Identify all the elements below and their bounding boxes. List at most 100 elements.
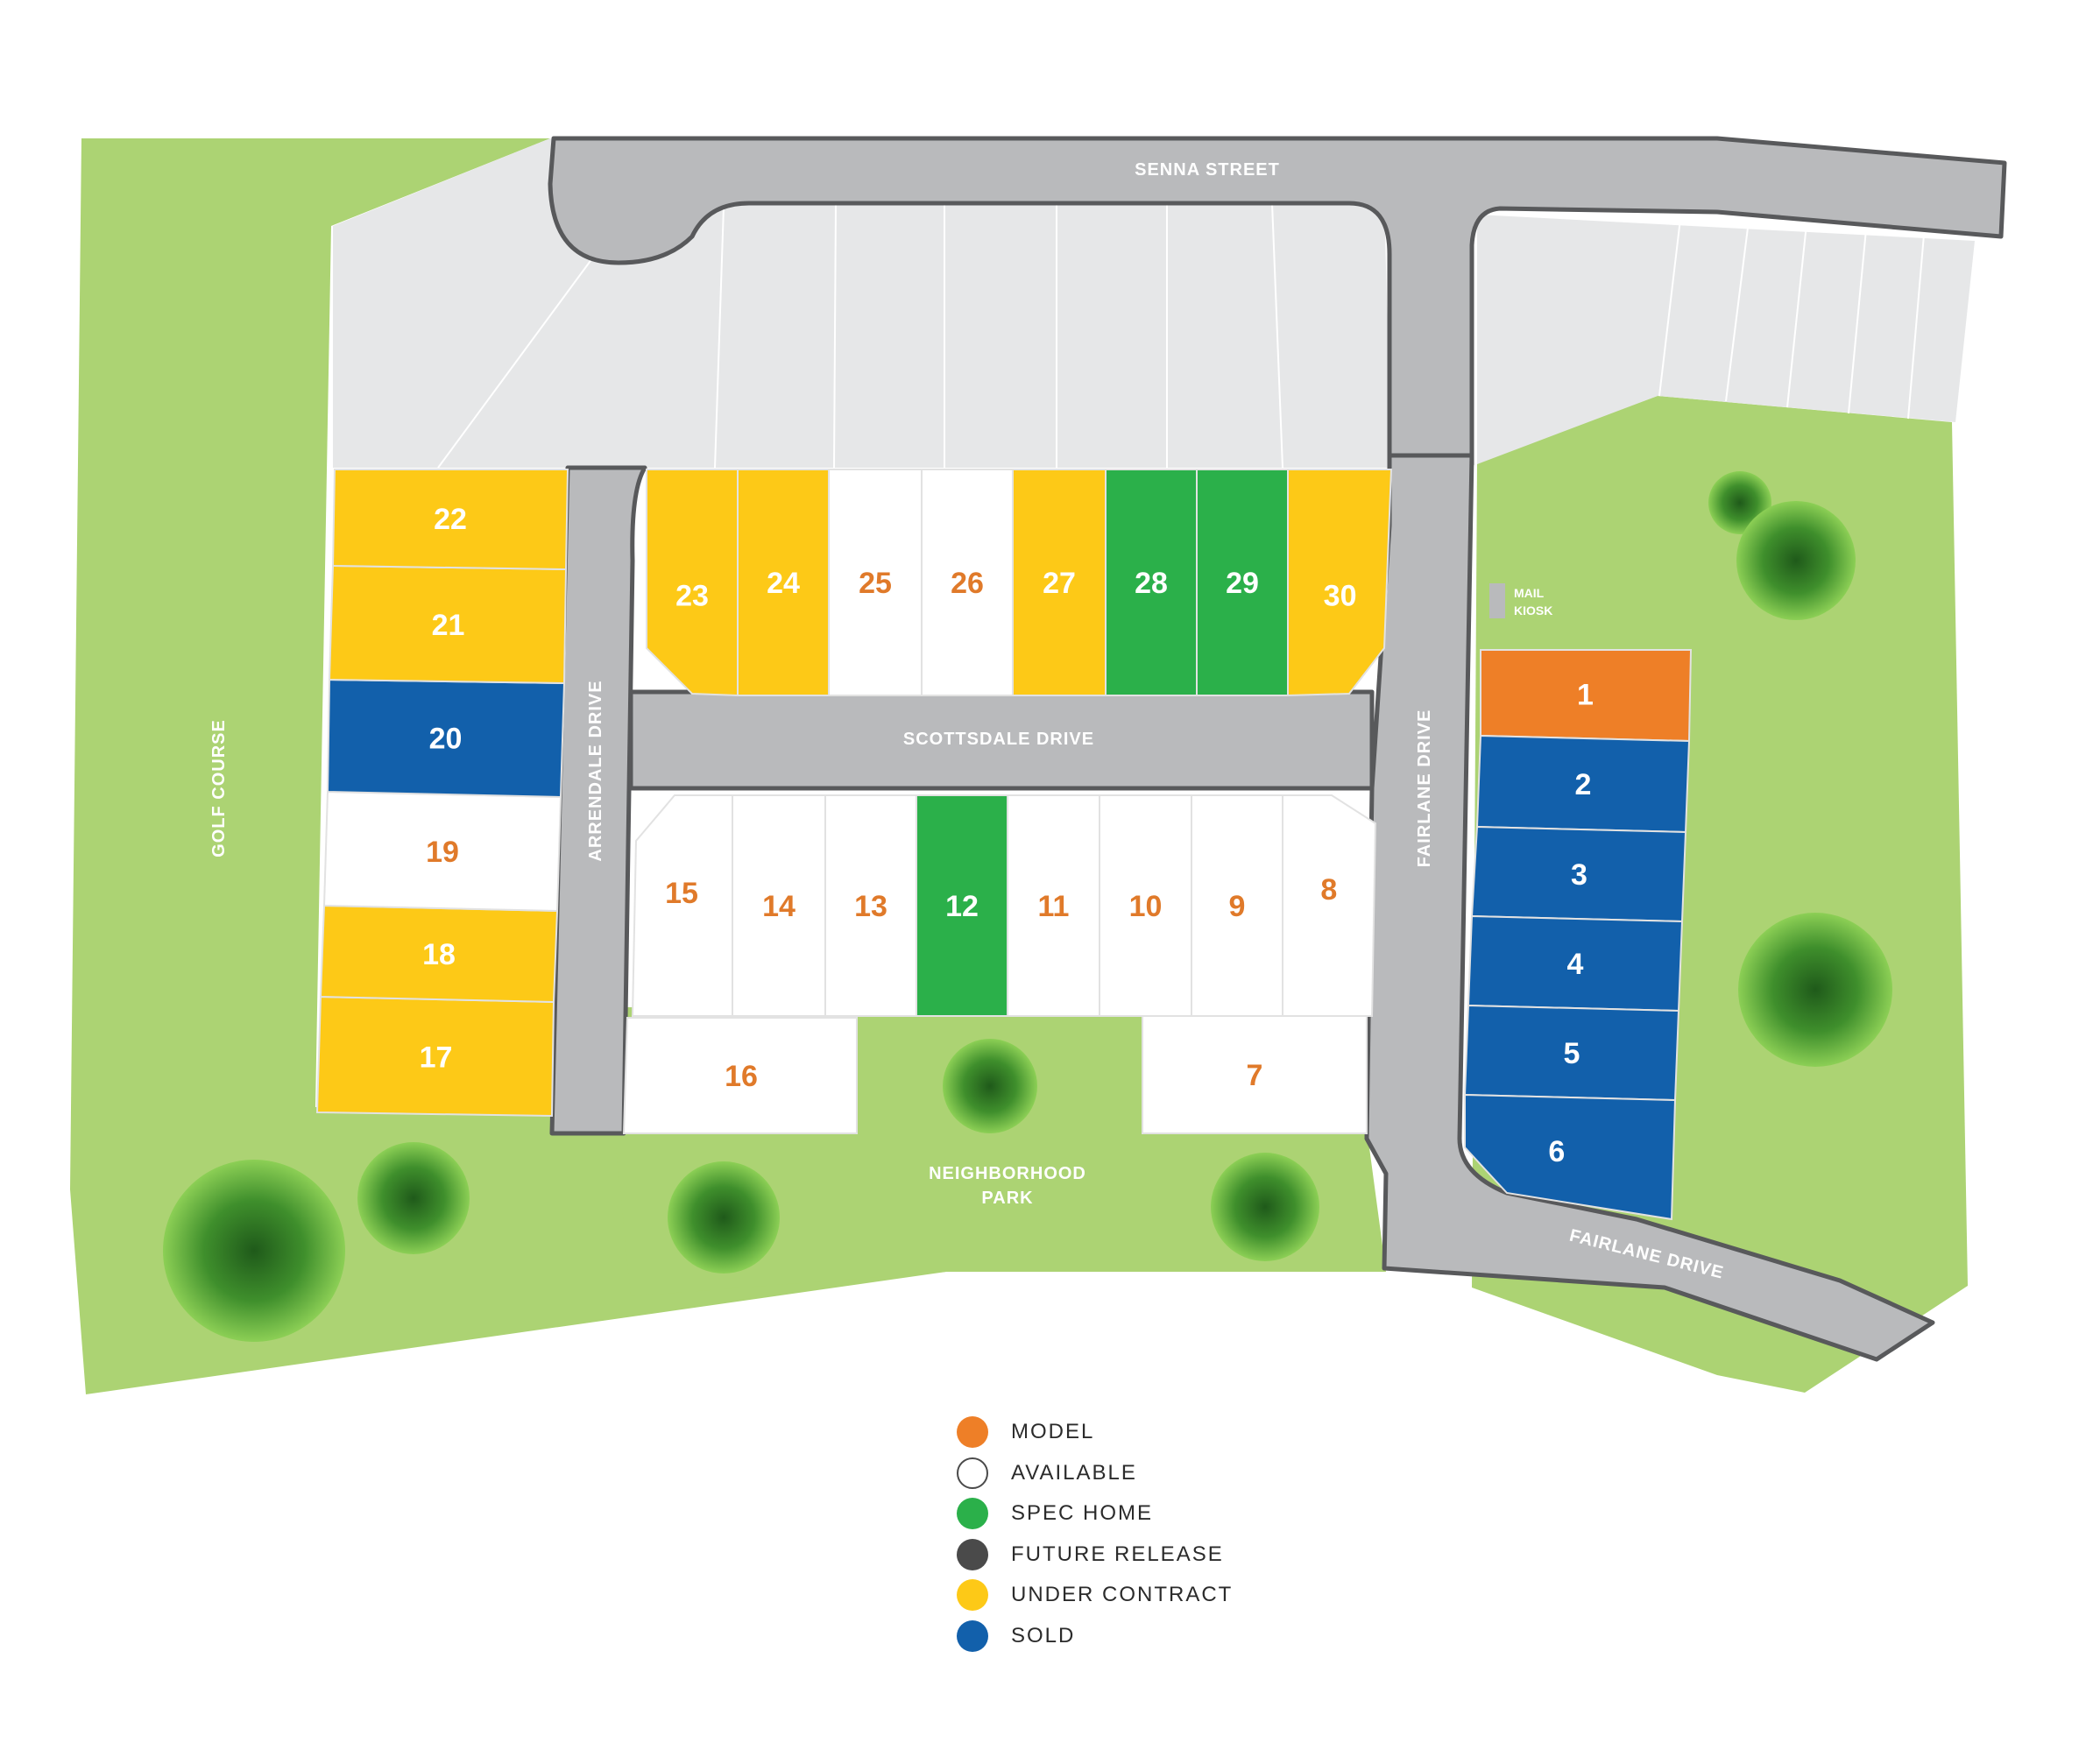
lot-12[interactable]: 12 <box>916 794 1008 1017</box>
lot-16-parcel[interactable] <box>622 1017 858 1134</box>
lot-6-parcel[interactable] <box>1464 1093 1677 1221</box>
lot-22-parcel[interactable] <box>331 469 569 571</box>
lot-22-number: 22 <box>434 503 467 536</box>
lot-7-number: 7 <box>1247 1059 1263 1092</box>
lot-9[interactable]: 9 <box>1191 794 1283 1017</box>
legend-swatch-icon <box>957 1457 988 1489</box>
lot-28[interactable]: 28 <box>1105 469 1198 696</box>
tree-group <box>163 471 1892 1342</box>
lot-4[interactable]: 4 <box>1467 914 1684 1013</box>
lot-21-number: 21 <box>432 609 465 642</box>
legend-swatch-icon <box>957 1416 988 1449</box>
legend-label: FUTURE RELEASE <box>1011 1542 1224 1566</box>
scottsdale-drive-label: SCOTTSDALE DRIVE <box>903 730 1094 749</box>
tree-icon <box>943 1039 1037 1133</box>
lot-16[interactable]: 16 <box>622 1017 858 1134</box>
lot-19-number: 19 <box>426 836 459 869</box>
lot-11-number: 11 <box>1038 890 1070 923</box>
legend-swatch-icon <box>957 1498 988 1530</box>
lot-10[interactable]: 10 <box>1099 794 1192 1017</box>
lot-18[interactable]: 18 <box>319 904 559 1004</box>
lot-29[interactable]: 29 <box>1196 469 1289 696</box>
lot-3[interactable]: 3 <box>1470 825 1687 923</box>
mail-kiosk-label-line2: KIOSK <box>1514 603 1552 617</box>
lot-23-parcel[interactable] <box>646 469 739 697</box>
legend-item-spec-home: SPEC HOME <box>957 1493 1233 1535</box>
tree-icon <box>1736 501 1856 620</box>
lot-6[interactable]: 6 <box>1464 1093 1677 1221</box>
lot-21[interactable]: 21 <box>328 564 568 685</box>
lot-11[interactable]: 11 <box>1007 794 1100 1017</box>
lot-17-number: 17 <box>420 1041 453 1075</box>
legend-item-sold: SOLD <box>957 1616 1233 1657</box>
lot-16-number: 16 <box>725 1060 758 1093</box>
lot-25-number: 25 <box>859 567 892 600</box>
lot-30-number: 30 <box>1324 580 1357 613</box>
legend-swatch-icon <box>957 1619 988 1652</box>
legend-item-under-contract: UNDER CONTRACT <box>957 1575 1233 1616</box>
lot-15[interactable]: 15 <box>631 794 733 1017</box>
legend-item-available: AVAILABLE <box>957 1453 1233 1494</box>
lot-4-number: 4 <box>1567 948 1584 981</box>
lot-6-number: 6 <box>1548 1135 1565 1168</box>
fairlane-drive-road <box>1364 453 1935 1362</box>
lot-1[interactable]: 1 <box>1480 649 1693 743</box>
fairlane-drive-label-vertical: FAIRLANE DRIVE <box>1415 709 1434 868</box>
lot-26[interactable]: 26 <box>921 469 1014 696</box>
road-network <box>548 136 2007 1362</box>
lot-5[interactable]: 5 <box>1463 1004 1680 1102</box>
lot-26-number: 26 <box>951 567 984 600</box>
lot-22[interactable]: 22 <box>331 469 569 571</box>
lot-13-number: 13 <box>854 890 887 923</box>
tree-icon <box>1738 913 1892 1067</box>
tree-icon <box>1211 1153 1319 1261</box>
lot-12-number: 12 <box>945 890 979 923</box>
lot-2[interactable]: 2 <box>1475 734 1691 834</box>
lot-15-parcel[interactable] <box>631 794 733 1017</box>
lot-5-number: 5 <box>1564 1037 1580 1070</box>
lot-17[interactable]: 17 <box>315 995 555 1118</box>
neighborhood-park-label-line2: PARK <box>981 1189 1033 1208</box>
lot-7[interactable]: 7 <box>1142 1015 1368 1134</box>
legend-item-future-release: FUTURE RELEASE <box>957 1535 1233 1576</box>
lot-15-number: 15 <box>665 877 698 910</box>
legend-label: UNDER CONTRACT <box>1011 1583 1234 1607</box>
lot-2-number: 2 <box>1575 768 1592 801</box>
legend-item-model: MODEL <box>957 1412 1233 1453</box>
lot-14-number: 14 <box>762 890 795 923</box>
tree-icon <box>357 1142 470 1254</box>
lot-18-number: 18 <box>422 938 456 971</box>
lot-20-number: 20 <box>429 723 463 756</box>
lot-24[interactable]: 24 <box>737 469 830 696</box>
future-parcel-lines <box>437 202 1925 469</box>
lot-10-number: 10 <box>1129 890 1163 923</box>
senna-street-road <box>548 136 2007 467</box>
lot-28-number: 28 <box>1135 567 1168 600</box>
legend-label: MODEL <box>1011 1420 1095 1444</box>
mail-kiosk-label-line1: MAIL <box>1514 586 1545 600</box>
tree-icon <box>163 1160 345 1342</box>
lot-27[interactable]: 27 <box>1012 469 1107 696</box>
neighborhood-park-label-line1: NEIGHBORHOOD <box>929 1164 1086 1183</box>
golf-course-label: GOLF COURSE <box>209 719 229 857</box>
legend-swatch-icon <box>957 1538 988 1570</box>
lot-23[interactable]: 23 <box>646 469 739 697</box>
lot-3-number: 3 <box>1571 858 1587 892</box>
lot-25[interactable]: 25 <box>828 469 923 696</box>
lot-14[interactable]: 14 <box>732 794 826 1017</box>
status-legend: MODEL AVAILABLE SPEC HOME FUTURE RELEASE UND… <box>957 1412 1233 1656</box>
arrendale-drive-label: ARRENDALE DRIVE <box>586 680 605 861</box>
legend-swatch-icon <box>957 1579 988 1612</box>
lot-30[interactable]: 30 <box>1287 469 1393 697</box>
mail-kiosk-marker <box>1489 583 1505 618</box>
lot-20[interactable]: 20 <box>326 678 566 799</box>
lot-30-parcel[interactable] <box>1287 469 1393 697</box>
senna-street-label: SENNA STREET <box>1135 160 1280 180</box>
lot-1-number: 1 <box>1577 679 1594 712</box>
legend-label: SPEC HOME <box>1011 1501 1154 1526</box>
lot-19[interactable]: 19 <box>322 790 562 913</box>
lot-13[interactable]: 13 <box>824 794 917 1017</box>
lot-8[interactable]: 8 <box>1282 794 1377 1017</box>
legend-label: AVAILABLE <box>1011 1460 1137 1485</box>
